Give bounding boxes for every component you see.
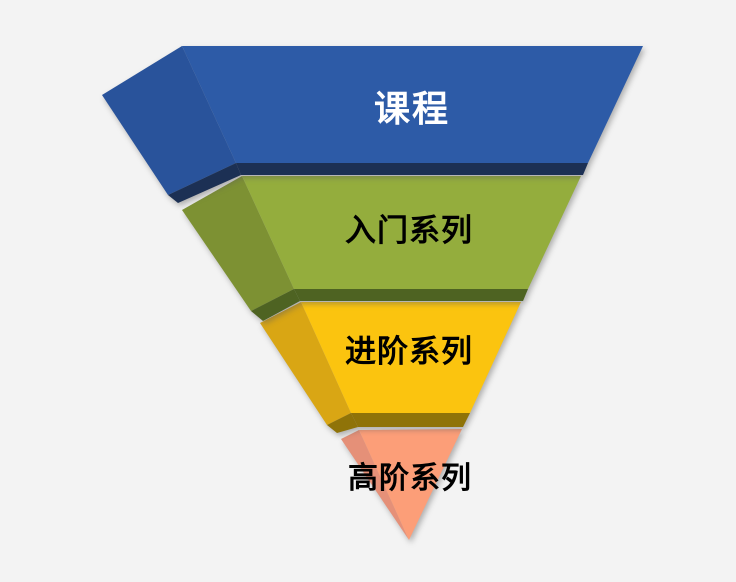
funnel-level-3 (260, 302, 521, 433)
funnel-level-2 (182, 176, 581, 321)
level-4-label: 高阶系列 (348, 461, 472, 496)
level-3-bottom-edge (351, 413, 470, 427)
level-2-front-face (242, 176, 581, 289)
level-2-side-face (182, 176, 294, 311)
level-3-side-bottom-edge (327, 413, 358, 433)
level-2-side-bottom-edge (251, 289, 300, 321)
level-1-side-bottom-edge (168, 163, 241, 203)
level-1-bottom-edge (236, 163, 588, 175)
funnel-level-1 (102, 46, 643, 203)
level-2-label: 入门系列 (345, 213, 473, 249)
level-1-front-face (182, 46, 643, 163)
funnel-level-4 (341, 429, 462, 540)
level-1-label: 课程 (374, 88, 450, 130)
level-1-side-face (102, 46, 236, 195)
level-2-bottom-edge (294, 289, 528, 301)
level-3-side-face (260, 302, 351, 425)
level-3-label: 进阶系列 (345, 334, 473, 370)
level-3-front-face (301, 302, 521, 413)
level-4-side-face (341, 430, 409, 540)
level-4-front-face (359, 429, 462, 540)
